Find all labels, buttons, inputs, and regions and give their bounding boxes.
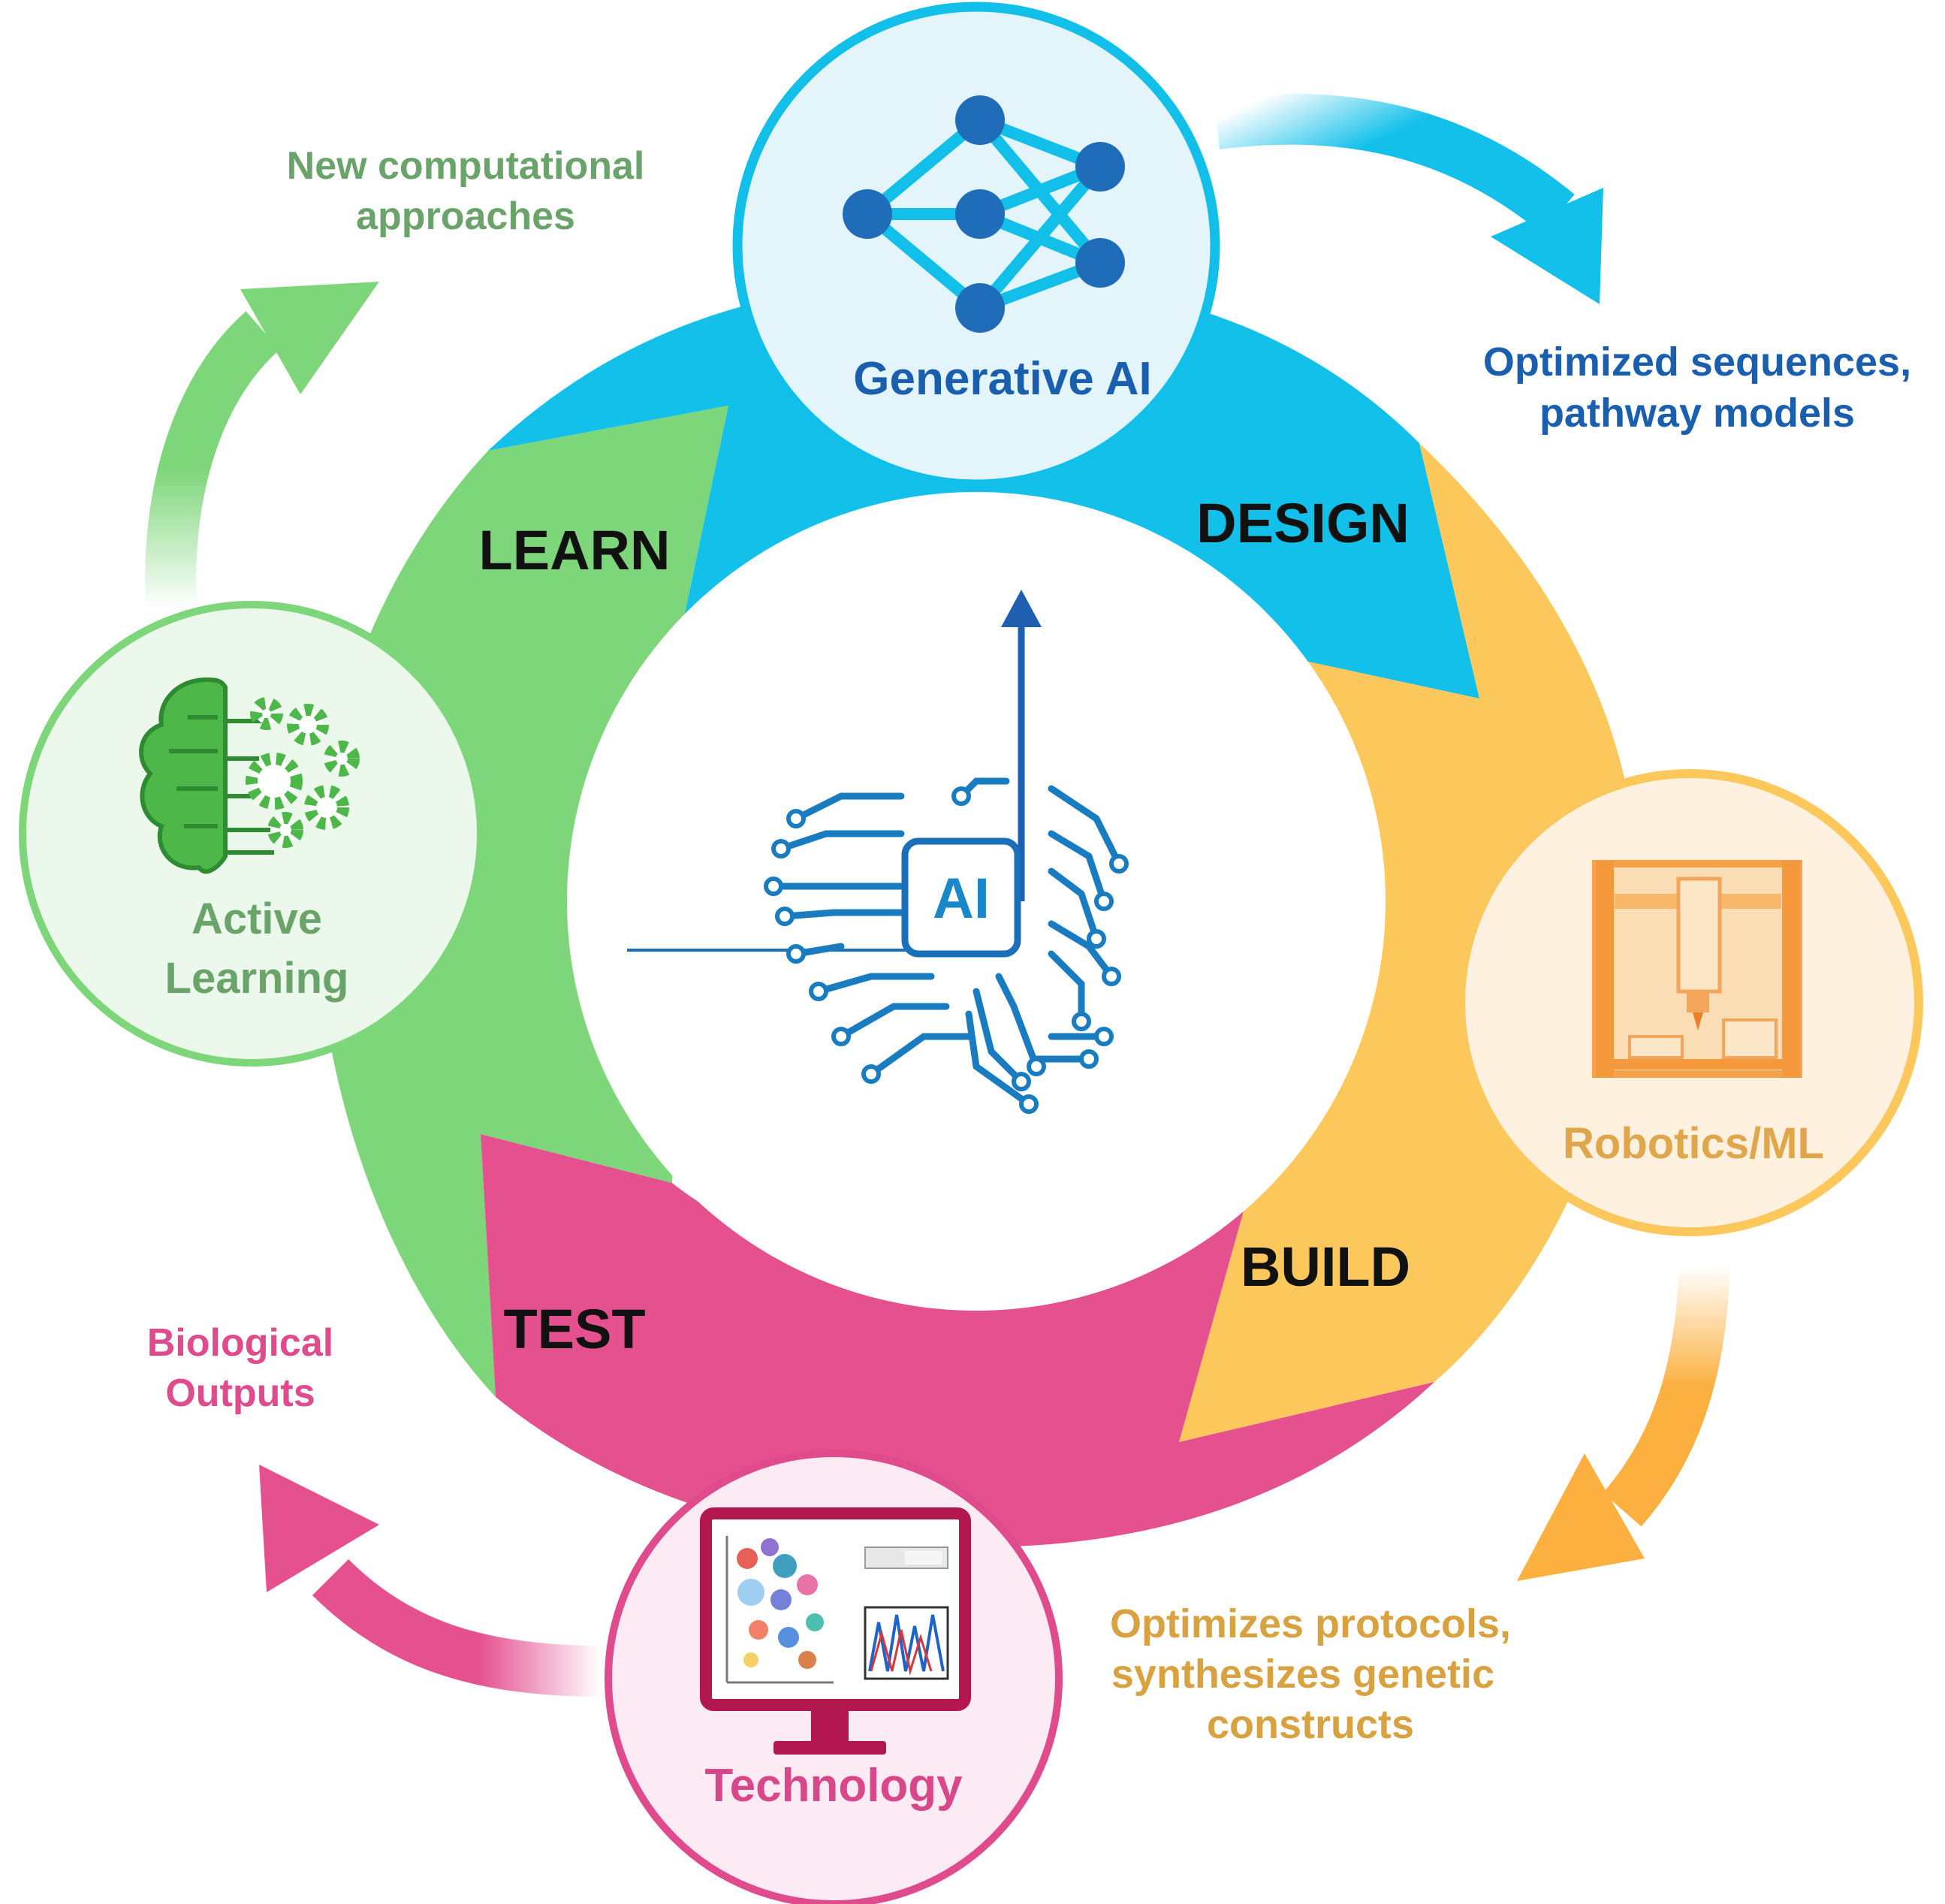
robotics-ml-label: Robotics/ML [1563, 1119, 1824, 1168]
monitor-chart-icon [700, 1507, 971, 1755]
build-output-line3: constructs [1207, 1702, 1414, 1747]
technology-label: Technology [704, 1760, 963, 1812]
build-output-line1: Optimizes protocols, [1110, 1601, 1511, 1646]
learn-phase-label: LEARN [479, 519, 671, 581]
generative-ai-node[interactable]: Generative AI [732, 2, 1220, 490]
active-learning-label-line1: Active [191, 895, 322, 943]
design-output-line1: Optimized sequences, [1483, 339, 1911, 385]
robotics-ml-node[interactable]: Robotics/ML [1456, 769, 1923, 1236]
learn-output-line2: approaches [356, 195, 575, 238]
learn-segment[interactable] [315, 406, 728, 1397]
brain-gears-icon [139, 677, 360, 874]
active-learning-node[interactable]: Active Learning [19, 601, 484, 1067]
test-output-line2: Outputs [165, 1371, 315, 1415]
design-output-line2: pathway models [1539, 391, 1855, 436]
technology-node[interactable]: Technology [605, 1450, 1063, 1904]
generative-ai-label: Generative AI [853, 353, 1151, 405]
learn-output-arrow [145, 282, 379, 610]
robot-printer-icon [1592, 860, 1802, 1078]
test-phase-label: TEST [503, 1298, 645, 1360]
build-output-text: Optimizes protocols, synthesizes genetic… [1110, 1601, 1511, 1747]
test-output-line1: Biological [147, 1321, 333, 1365]
build-output-arrow [1517, 1264, 1730, 1581]
ai-chip [901, 837, 1021, 958]
design-output-text: Optimized sequences, pathway models [1483, 339, 1911, 436]
ai-chip-label: AI [933, 867, 990, 931]
ai-brain-circuit-icon: AI [627, 590, 1129, 1114]
learn-output-text: New computational approaches [287, 144, 645, 238]
test-output-arrow [259, 1465, 602, 1697]
build-phase-label: BUILD [1241, 1236, 1410, 1298]
build-output-line2: synthesizes genetic [1111, 1652, 1494, 1697]
learn-output-line1: New computational [287, 144, 645, 188]
design-phase-label: DESIGN [1196, 492, 1410, 554]
cycle-ring [315, 278, 1637, 1547]
test-output-text: Biological Outputs [147, 1321, 333, 1415]
design-output-arrow [1213, 93, 1603, 304]
active-learning-label-line2: Learning [165, 954, 349, 1003]
